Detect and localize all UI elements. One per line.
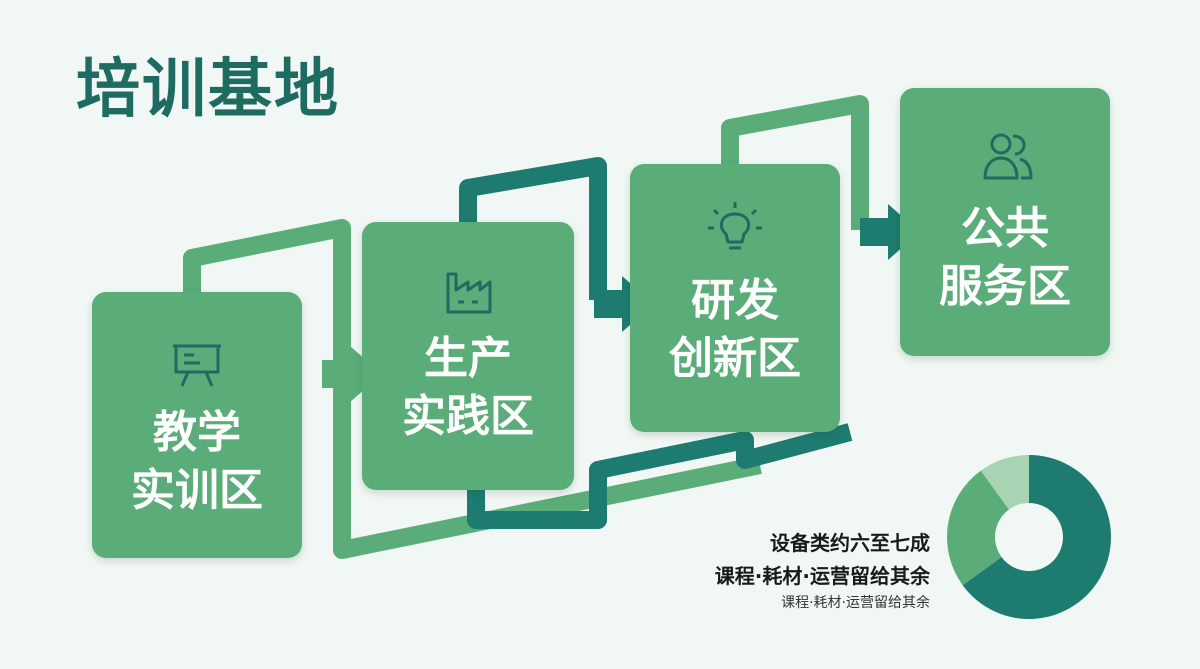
- factory-icon: [446, 272, 492, 314]
- zone-card-public: 公共 服务区: [900, 88, 1110, 356]
- arrow-1: [322, 346, 382, 402]
- zone-label-rnd-2: 创新区: [669, 333, 801, 384]
- donut-segment-0: [962, 455, 1111, 619]
- presentation-board-icon: [173, 344, 221, 387]
- zone-label-production-2: 实践区: [402, 391, 534, 442]
- zone-label-teaching-2: 实训区: [131, 465, 263, 516]
- zone-card-teaching: 教学 实训区: [92, 292, 302, 558]
- page-title: 培训基地: [76, 53, 340, 127]
- zone-card-production: 生产 实践区: [362, 222, 574, 490]
- allocation-line-3: 课程·耗材·运营留给其余: [781, 595, 930, 611]
- connector-band-light-2: [721, 95, 869, 230]
- allocation-line-1: 设备类约六至七成: [770, 531, 930, 555]
- arrow-3: [860, 204, 920, 260]
- users-icon: [983, 133, 1033, 180]
- connector-band-dark-2: [467, 423, 853, 529]
- zone-label-rnd-1: 研发: [691, 275, 779, 326]
- zone-label-teaching-1: 教学: [153, 407, 241, 458]
- zone-card-rnd: 研发 创新区: [630, 164, 840, 432]
- connector-band-dark: [459, 157, 607, 300]
- zone-label-production-1: 生产: [424, 333, 512, 384]
- donut-segment-2: [980, 455, 1029, 510]
- zone-label-public-2: 服务区: [939, 261, 1071, 312]
- arrow-2: [594, 276, 654, 332]
- zone-label-public-1: 公共: [961, 203, 1049, 254]
- allocation-line-2: 课程·耗材·运营留给其余: [714, 564, 930, 588]
- allocation-donut: [947, 455, 1111, 619]
- donut-segment-1: [947, 470, 1010, 586]
- lightbulb-icon: [708, 202, 762, 250]
